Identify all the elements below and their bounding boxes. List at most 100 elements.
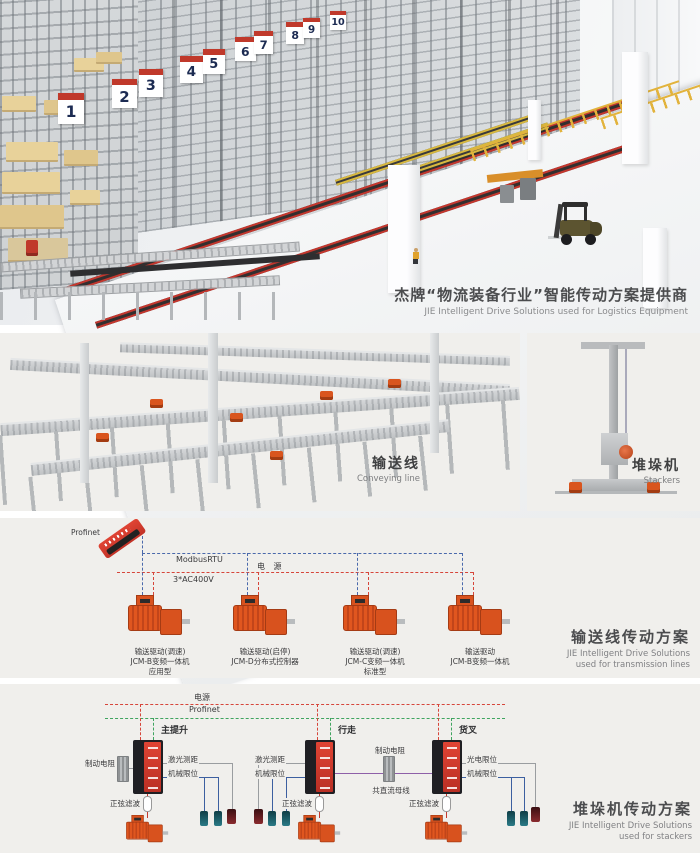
power-label: 电 源 — [256, 561, 286, 572]
forklift-wheel — [585, 234, 596, 245]
drive-unit-label: 输送驱动(调速) JCM-C变频一体机 标准型 — [320, 647, 430, 677]
voltage-label: 3*AC400V — [172, 575, 215, 584]
floor-machine — [520, 178, 536, 200]
pillar — [622, 52, 648, 164]
storage-bin — [70, 190, 100, 205]
pillar — [388, 165, 420, 293]
stacker-scheme: 电源 Profinet 主提升 制动电阻 激光测距 机械限位 正弦滤波 行走 — [0, 684, 700, 853]
unit-name: 主提升 — [160, 723, 190, 736]
gear-motor — [126, 815, 170, 848]
support-column — [80, 343, 89, 483]
stacker-hoist-drum — [619, 445, 633, 459]
laser-sensor — [227, 809, 236, 824]
conveyor-motor — [150, 399, 163, 408]
unit-name: 行走 — [337, 723, 358, 736]
braking-resistor-label: 制动电阻 — [370, 745, 410, 756]
conveyor-legs — [0, 292, 280, 320]
photo-sensor-line — [462, 763, 536, 764]
limit-sensor-line — [218, 777, 219, 812]
pillar — [643, 228, 667, 308]
aisle-number-placard: 8 — [286, 22, 305, 44]
storage-bin — [64, 150, 98, 166]
forklift-post — [584, 206, 587, 221]
conveyor-motor — [270, 451, 283, 460]
profinet-drop-line — [330, 718, 331, 740]
aisle-number: 10 — [331, 17, 345, 29]
aisle-number-placard: 1 — [58, 93, 84, 124]
sine-filter-label: 正弦滤波 — [108, 798, 141, 809]
aisle-number: 2 — [119, 87, 130, 106]
power-drop-line — [473, 572, 474, 595]
support-column — [430, 333, 439, 453]
forklift — [548, 198, 608, 250]
photo-sensor-line — [535, 763, 536, 808]
stacker-base — [572, 479, 658, 491]
gear-motor — [233, 595, 297, 643]
resistor-link-line — [129, 768, 135, 769]
drive-unit-label: 输送驱动 JCM-B变频一体机 — [425, 647, 535, 667]
power-drop-line — [368, 572, 369, 595]
dc-bus-label: 共直流母线 — [366, 785, 416, 796]
placard-red-bar — [203, 49, 225, 55]
conveying-line-label: 输送线 Conveying line — [357, 453, 420, 484]
drive-label-line1: 输送驱动(启停) — [239, 647, 291, 656]
sine-filter — [315, 796, 324, 812]
aisle-number: 9 — [308, 24, 316, 37]
placard-red-bar — [112, 79, 137, 86]
modbus-drop-line — [142, 553, 143, 595]
drive-label-line1: 输送驱动(调速) — [134, 647, 186, 656]
storage-bin — [0, 205, 64, 229]
aisle-number: 1 — [65, 102, 77, 121]
stacker-title-en: JIE Intelligent Drive Solutions used for… — [569, 821, 692, 843]
limit-sensor-line — [286, 777, 287, 812]
braking-resistor-label: 制动电阻 — [70, 758, 116, 769]
laser-sensor-line — [258, 763, 259, 810]
braking-resistor — [117, 756, 129, 782]
conveyor-frame — [119, 342, 511, 366]
drive-label-line1: 输送驱动(调速) — [349, 647, 401, 656]
aisle-number: 8 — [291, 28, 299, 42]
sine-filter — [143, 796, 152, 812]
profinet-label: Profinet — [188, 705, 221, 714]
limit-sensor — [200, 811, 208, 826]
placard-red-bar — [286, 22, 305, 27]
limit-sensor-line — [524, 777, 525, 812]
power-drop-line — [258, 572, 259, 595]
conveying-line-label-en: Conveying line — [357, 474, 420, 484]
stacker-panel: 堆垛机 Stackers — [527, 333, 700, 511]
transmission-title-en2: used for transmission lines — [575, 660, 690, 670]
power-bus-line — [105, 704, 505, 705]
placard-red-bar — [254, 31, 274, 37]
conveyor-motor — [320, 391, 333, 400]
profinet-bus-line — [105, 718, 505, 719]
storage-bin — [6, 142, 58, 162]
limit-sensor-line — [272, 777, 273, 812]
aisle-number: 6 — [240, 44, 250, 59]
drive-unit: 输送驱动(启停) JCM-D分布式控制器 — [210, 595, 320, 667]
pillar — [528, 100, 541, 160]
placard-red-bar — [303, 18, 321, 23]
drive-unit: 输送驱动 JCM-B变频一体机 — [425, 595, 535, 667]
gear-motor — [425, 815, 469, 848]
stacker-wheel — [647, 482, 660, 493]
forklift-wheel — [561, 234, 572, 245]
laser-sensor-label: 激光测距 — [254, 754, 286, 765]
transmission-title-cn: 输送线传动方案 — [570, 628, 690, 646]
aisle-number-placard: 6 — [235, 37, 256, 62]
aisle-number-placard: 7 — [254, 31, 274, 54]
conveyor-motor — [230, 413, 243, 422]
power-label: 电源 — [193, 692, 211, 703]
drive-unit-label: 输送驱动(启停) JCM-D分布式控制器 — [210, 647, 320, 667]
conveyor-motor — [388, 379, 401, 388]
unit-name: 货叉 — [458, 723, 479, 736]
hero-title-en: JIE Intelligent Drive Solutions used for… — [424, 307, 688, 317]
aisle-number: 4 — [186, 64, 197, 81]
limit-sensor-line — [204, 777, 205, 812]
modbus-drop-line — [142, 536, 143, 553]
conveying-line-label-cn: 输送线 — [372, 456, 420, 472]
stackers-label-cn: 堆垛机 — [632, 458, 680, 474]
placard-red-bar — [180, 56, 203, 62]
transmission-scheme: Profinet ModbusRTU 电 源 3*AC400V 输送驱动(调速)… — [0, 518, 700, 678]
hero-title-cn: 杰牌“物流装备行业”智能传动方案提供商 — [394, 286, 688, 304]
